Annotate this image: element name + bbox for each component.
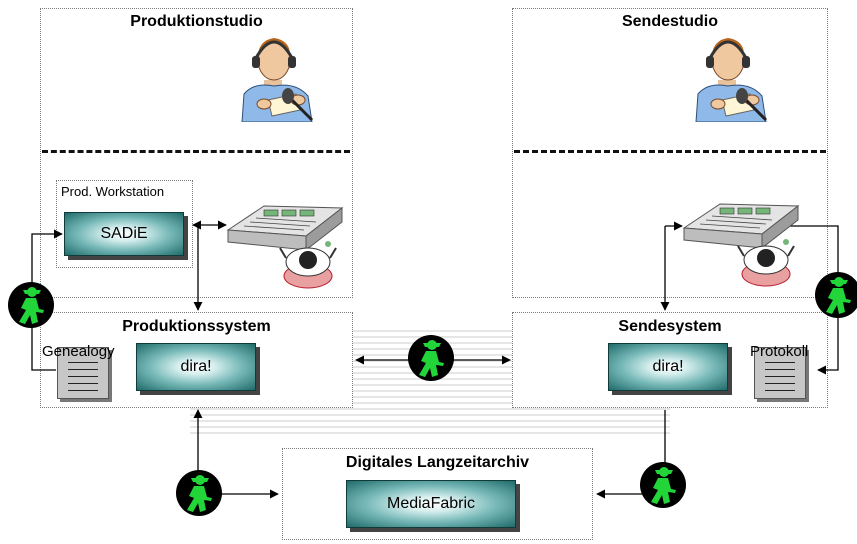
studio-separator-right	[514, 150, 826, 153]
ampelmann-green-walker-icon	[640, 462, 686, 508]
operator-topview-icon	[737, 239, 795, 287]
announcer-headphones-icon	[241, 38, 314, 122]
ampelmann-green-walker-icon	[815, 272, 857, 318]
genealogy-label: Genealogy	[42, 343, 115, 360]
dira-right-app: dira!	[608, 343, 728, 391]
studio-separator-left	[42, 150, 350, 153]
mediafabric-app: MediaFabric	[346, 480, 516, 528]
announcer-headphones-icon	[695, 38, 768, 122]
ampelmann-green-walker-icon	[408, 335, 454, 381]
archiv-title: Digitales Langzeitarchiv	[345, 454, 530, 471]
workstation-label: Prod. Workstation	[61, 184, 165, 199]
ampelmann-green-walker-icon	[8, 282, 54, 328]
sendestudio-title: Sendestudio	[621, 13, 718, 30]
produktionssystem-title: Produktionssystem	[122, 318, 271, 335]
sadie-app: SADiE	[64, 212, 184, 256]
operator-topview-icon	[279, 241, 337, 289]
dira-left-app: dira!	[136, 343, 256, 391]
ampelmann-green-walker-icon	[176, 470, 222, 516]
sendesystem-title: Sendesystem	[618, 318, 722, 335]
mixing-console-icon	[682, 203, 800, 250]
produktionstudio-title: Produktionstudio	[130, 13, 263, 30]
genealogy-document-icon	[57, 347, 109, 399]
mixing-console-icon	[226, 205, 344, 252]
protokoll-document-icon	[754, 347, 806, 399]
protokoll-label: Protokoll	[750, 343, 809, 360]
